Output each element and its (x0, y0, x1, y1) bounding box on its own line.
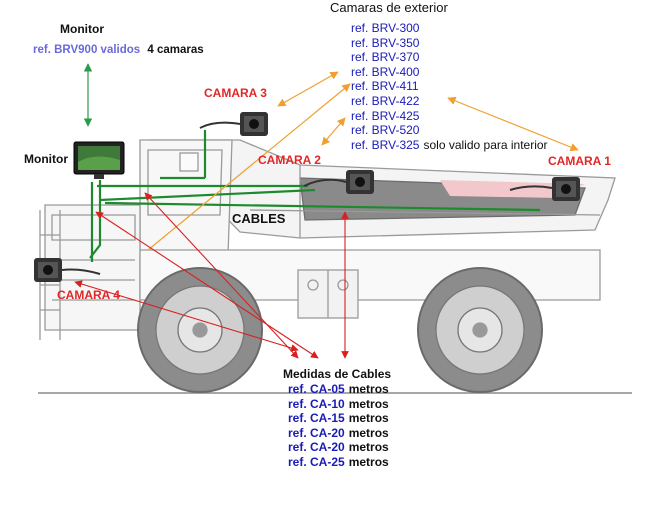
cable-unit: metros (348, 411, 389, 426)
camera-ref-code: ref. BRV-350 (351, 35, 420, 50)
camera-4-label: CAMARA 4 (57, 288, 120, 302)
cable-ref-code: ref. CA-20 (288, 425, 345, 440)
exterior-camera-ref-item: ref. BRV-350 (351, 36, 419, 51)
cable-measure-arrows (74, 192, 349, 359)
monitor-device-icon (73, 141, 125, 179)
camera-ref-code: ref. BRV-370 (351, 50, 420, 65)
camera-ref-note: solo valido para interior (423, 137, 548, 152)
exterior-camera-ref-item: ref. BRV-520 (351, 123, 419, 138)
monitor-ref-line: ref. BRV900 validos 4 camaras (33, 44, 204, 56)
camera-ref-code: ref. BRV-300 (351, 21, 420, 35)
cable-unit: metros (348, 382, 389, 396)
camera-ref-code: ref. BRV-425 (351, 108, 420, 123)
exterior-camera-ref-item: ref. BRV-370 (351, 50, 419, 65)
exterior-camera-ref-item: ref. BRV-400 (351, 65, 419, 80)
cable-measures-heading: Medidas de Cables (283, 367, 392, 381)
monitor-device-label: Monitor (24, 152, 68, 166)
exterior-cameras-heading: Camaras de exterior (330, 0, 448, 15)
camera-ref-code: ref. BRV-400 (351, 64, 420, 79)
cable-unit: metros (348, 425, 389, 440)
camera-ref-code: ref. BRV-411 (351, 79, 419, 94)
camera-1-icon (509, 177, 580, 201)
cable-ref-code: ref. CA-10 (288, 396, 345, 411)
exterior-camera-ref-item: ref. BRV-425 (351, 109, 419, 124)
camera-2-label: CAMARA 2 (258, 153, 321, 167)
camera-1-label: CAMARA 1 (548, 154, 611, 168)
camera-3-icon (199, 112, 268, 136)
cable-unit: metros (348, 396, 389, 411)
camera-ref-code: ref. BRV-325 (351, 137, 420, 152)
cable-ref-code: ref. CA-25 (288, 455, 345, 469)
cable-unit: metros (348, 440, 389, 455)
camera-3-label: CAMARA 3 (204, 86, 267, 100)
cable-unit: metros (348, 455, 389, 469)
camera-ref-code: ref. BRV-520 (351, 123, 420, 138)
exterior-camera-ref-item: ref. BRV-411 (351, 79, 419, 94)
cables-label: CABLES (232, 211, 286, 226)
truck-drawing (38, 139, 632, 394)
monitor-ref: ref. BRV900 validos (33, 44, 141, 56)
cable-ref-code: ref. CA-20 (288, 440, 345, 455)
cable-ref-code: ref. CA-05 (288, 382, 345, 396)
exterior-camera-ref-item: ref. BRV-300 (351, 21, 419, 36)
monitor-ref-suffix: 4 camaras (147, 44, 204, 56)
monitor-heading: Monitor (60, 22, 104, 36)
exterior-camera-ref-item: ref. BRV-422 (351, 94, 419, 109)
cable-ref-code: ref. CA-15 (288, 411, 345, 426)
camera-ref-code: ref. BRV-422 (351, 94, 420, 108)
camera-4-icon (34, 258, 101, 282)
camera-2-icon (303, 170, 374, 194)
